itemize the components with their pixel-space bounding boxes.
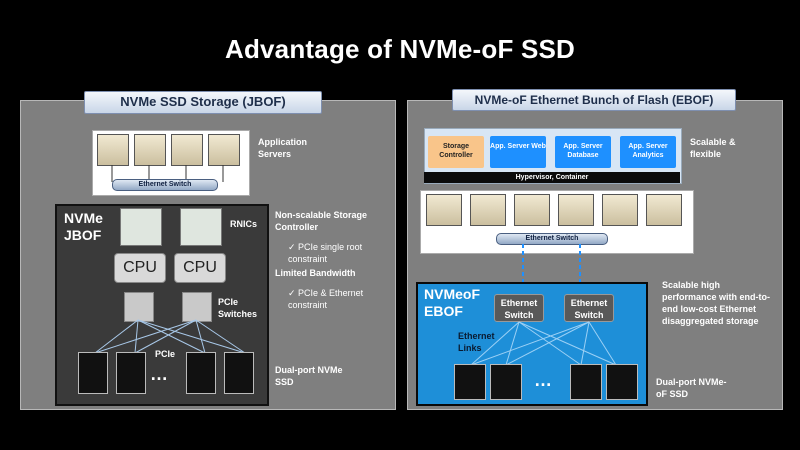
rnic-card — [120, 208, 162, 246]
ssd-drive — [78, 352, 108, 394]
rnic-card — [180, 208, 222, 246]
ssd-drive — [570, 364, 602, 400]
app-server-analytics-box: App. Server Analytics — [620, 136, 676, 168]
ebof-description: Scalable high performance with end-to-en… — [662, 280, 771, 326]
cpu-chip: CPU — [174, 253, 226, 283]
server — [208, 134, 240, 166]
dual-port-nvmeof-ssd-label: Dual-port NVMe-oF SSD — [656, 377, 727, 399]
ssd-drive — [606, 364, 638, 400]
jbof-label: NVMe JBOF — [64, 210, 103, 243]
app-server-web-box: App. Server Web — [490, 136, 546, 168]
server — [426, 194, 462, 226]
pcie-switch-chip — [182, 292, 212, 322]
ellipsis: … — [534, 370, 552, 390]
pcie-switches-label: PCIe Switches — [218, 297, 258, 319]
ssd-drive — [490, 364, 522, 400]
ethernet-links — [470, 321, 617, 366]
ssd-drive — [116, 352, 146, 394]
left-panel-tab: NVMe SSD Storage (JBOF) — [84, 91, 322, 114]
right-panel-tab: NVMe-oF Ethernet Bunch of Flash (EBOF) — [452, 89, 736, 111]
ethernet-links-label: Ethernet Links — [458, 331, 495, 353]
server — [97, 134, 129, 166]
pcie-links — [94, 319, 246, 354]
ethernet-switch-box: Ethernet Switch — [564, 294, 614, 322]
server — [646, 194, 682, 226]
server — [134, 134, 166, 166]
non-scalable-label: Non-scalable Storage Controller — [275, 210, 368, 232]
pcie-label: PCIe — [155, 349, 176, 359]
pcie-switch-chip — [124, 292, 154, 322]
ethernet-switch-bar: Ethernet Switch — [496, 233, 608, 245]
dual-port-ssd-label: Dual-port NVMe SSD — [275, 365, 343, 387]
uplink-lines — [522, 244, 581, 288]
check-icon: ✓ — [288, 288, 299, 298]
server — [602, 194, 638, 226]
ssd-drive — [454, 364, 486, 400]
slide-title: Advantage of NVMe-oF SSD — [224, 34, 576, 64]
server — [171, 134, 203, 166]
storage-controller-box: Storage Controller — [428, 136, 484, 168]
ssd-drive — [186, 352, 216, 394]
hypervisor-bar: Hypervisor, Container — [424, 172, 680, 183]
ethernet-switch-bar: Ethernet Switch — [112, 179, 218, 191]
app-server-database-box: App. Server Database — [555, 136, 611, 168]
server — [470, 194, 506, 226]
cpu-chip: CPU — [114, 253, 166, 283]
check-icon: ✓ — [288, 242, 299, 252]
ellipsis: … — [150, 364, 168, 384]
ebof-label: NVMeoF EBOF — [424, 286, 480, 319]
rnics-label: RNICs — [230, 219, 258, 229]
bullet-pcie-ethernet: ✓ PCIe & Ethernet constraint — [288, 288, 364, 310]
ssd-drive — [224, 352, 254, 394]
server — [558, 194, 594, 226]
server — [514, 194, 550, 226]
ethernet-switch-box: Ethernet Switch — [494, 294, 544, 322]
bullet-pcie-single-root: ✓ PCIe single root constraint — [288, 242, 363, 264]
scalable-flexible-label: Scalable & flexible — [690, 137, 736, 159]
limited-bandwidth-label: Limited Bandwidth — [275, 268, 356, 278]
app-servers-label: Application Servers — [258, 137, 307, 159]
